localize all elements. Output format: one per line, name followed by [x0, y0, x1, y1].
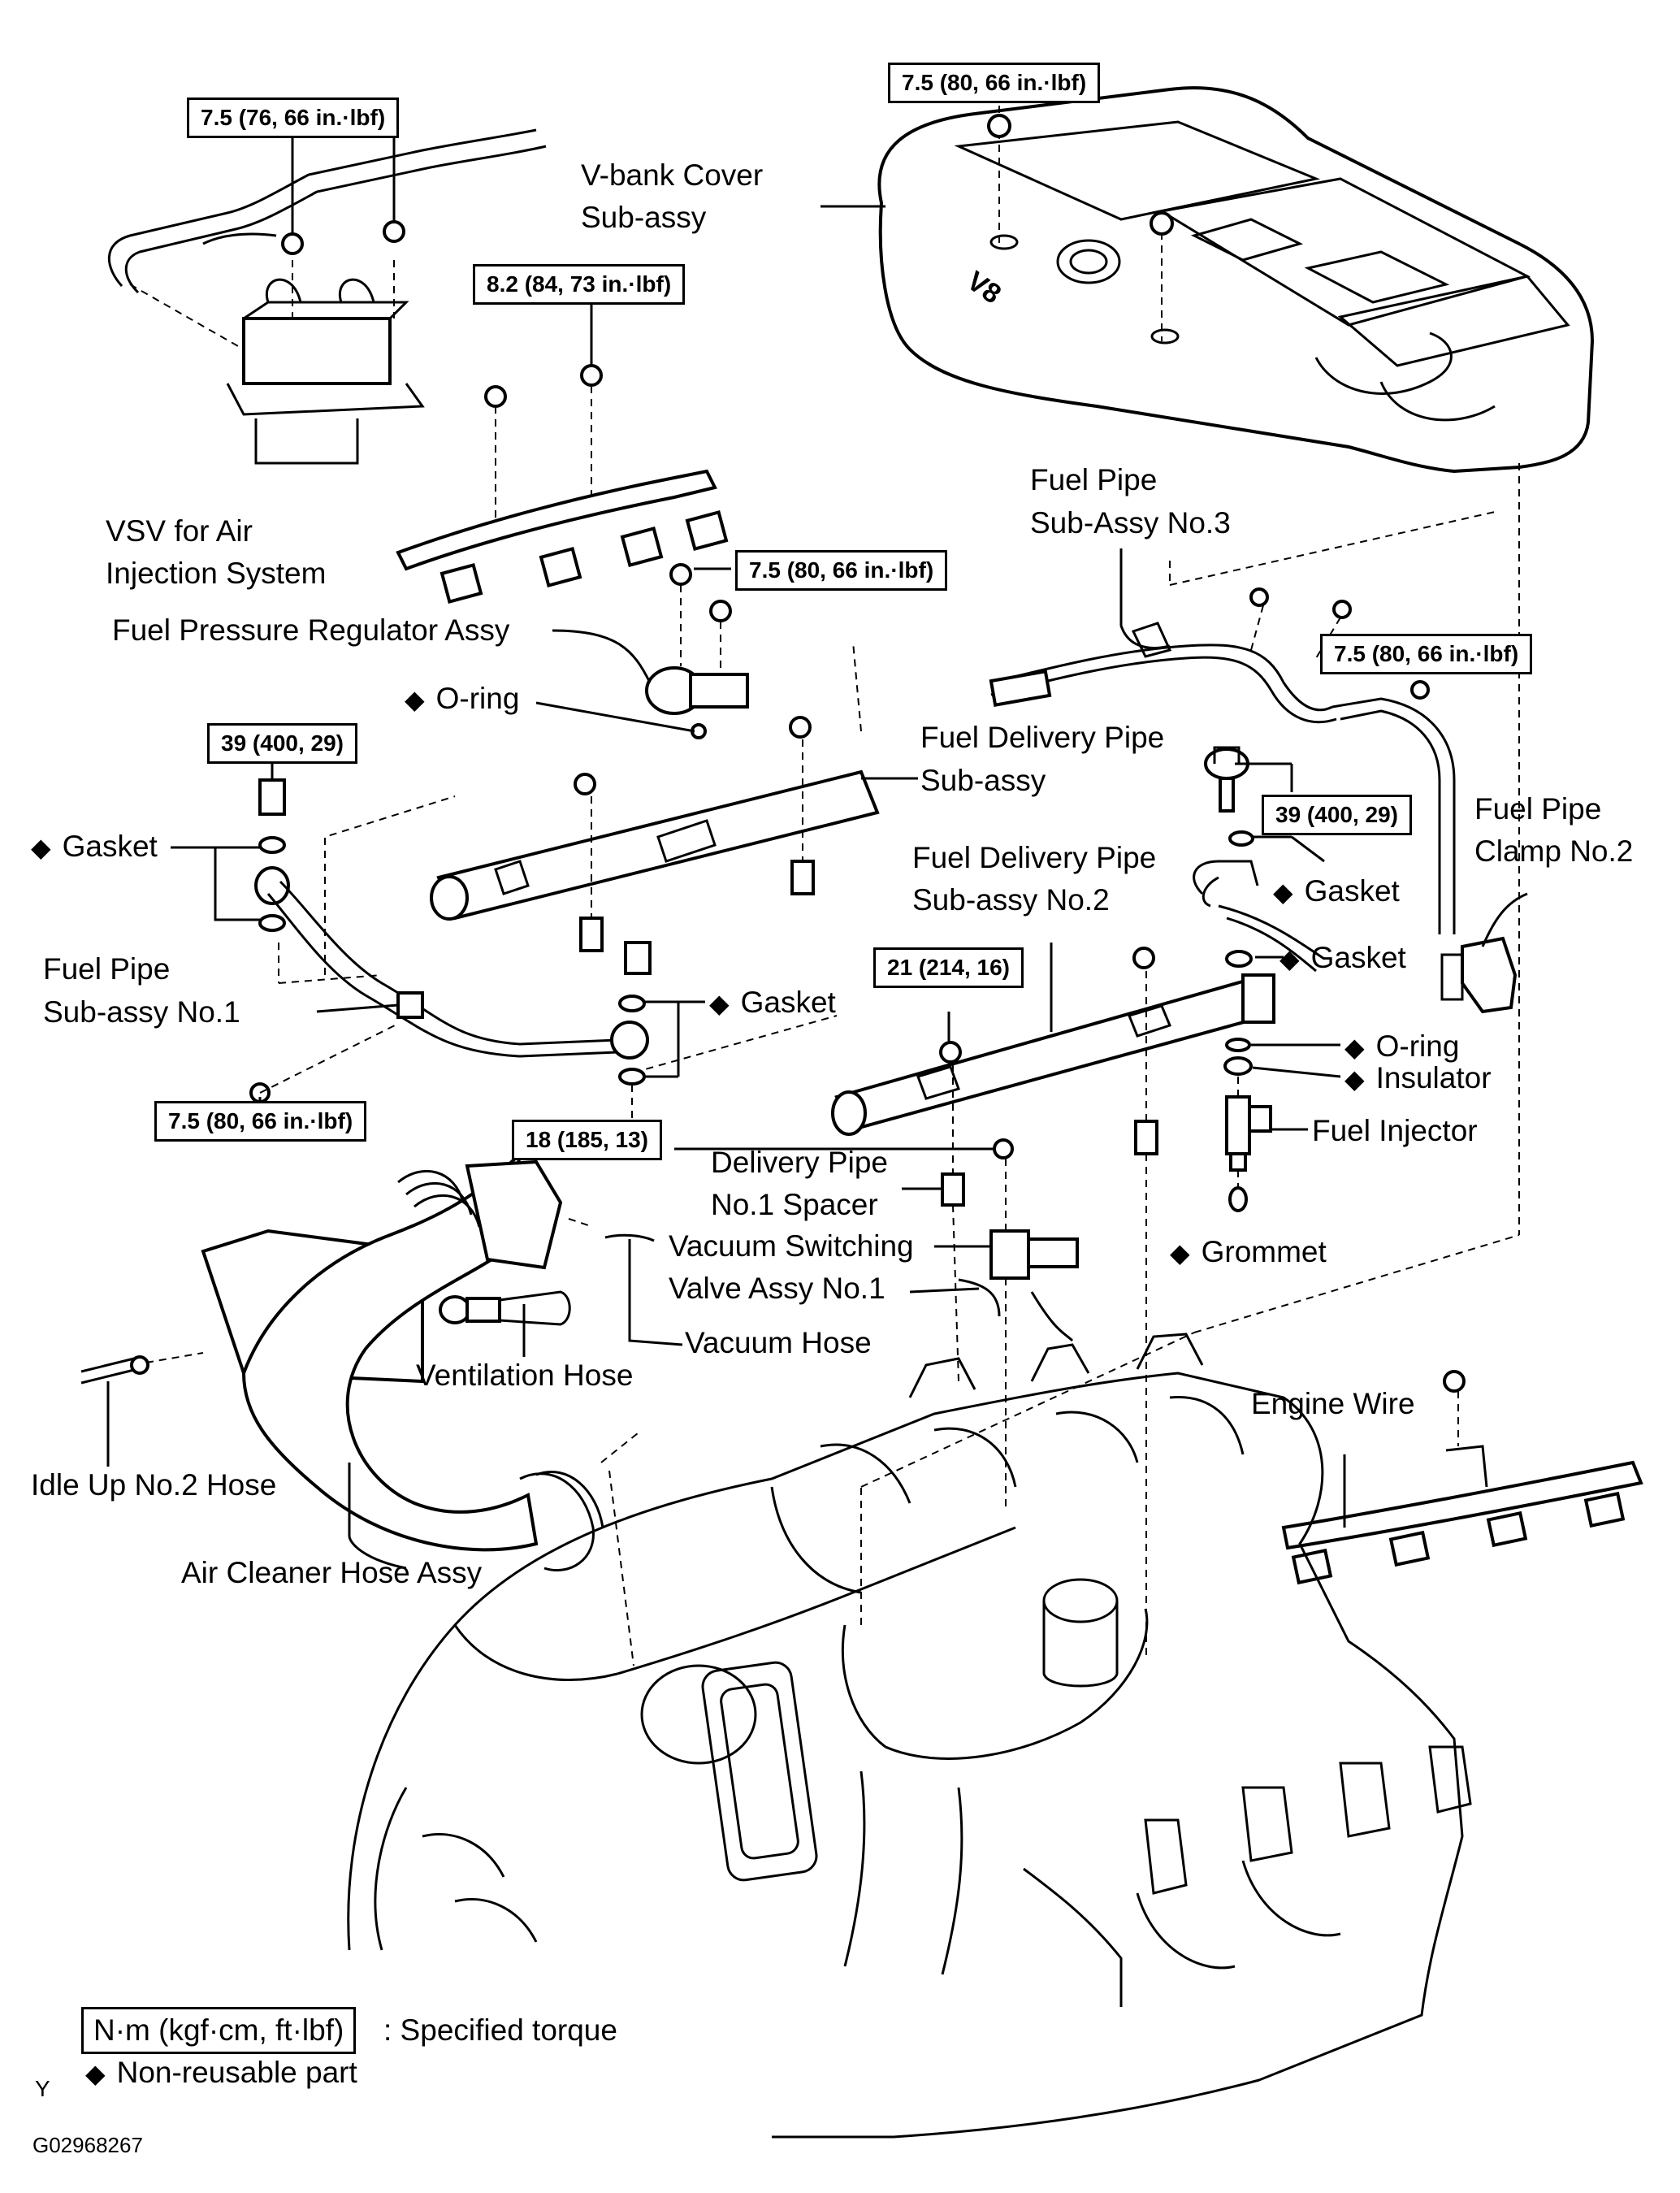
- nonreusable-diamond-icon: ◆: [1279, 944, 1300, 973]
- nonreusable-diamond-icon: ◆: [1273, 878, 1293, 907]
- lower-engine-wire-drawing: [1281, 1370, 1643, 1585]
- legend-torque-text: : Specified torque: [383, 2013, 617, 2047]
- label-fuel-delivery-pipe2-1: Fuel Delivery Pipe: [912, 841, 1157, 874]
- torque-box-vbank-nut: 7.5 (80, 66 in.·lbf): [888, 63, 1101, 103]
- footer-figure-code: G02968267: [32, 2133, 143, 2157]
- fuel-pipe-no3-drawing: [989, 511, 1496, 934]
- fuel-delivery-pipe-drawing: [430, 641, 918, 952]
- torque-box-pipe3-bolt: 7.5 (80, 66 in.·lbf): [1320, 634, 1533, 674]
- fuel-pipe-no1-drawing: [171, 756, 705, 1129]
- torque-box-regulator-bolt: 7.5 (80, 66 in.·lbf): [735, 550, 948, 591]
- label-fuel-pipe1-1: Fuel Pipe: [43, 952, 171, 986]
- right-union-drawing: [1193, 746, 1325, 973]
- label-vbank-cover-2: Sub-assy: [581, 201, 707, 234]
- label-vsv-air-1: VSV for Air: [106, 514, 253, 548]
- label-idle-up-hose: Idle Up No.2 Hose: [31, 1468, 277, 1502]
- fuel-injector-drawing: [1223, 1038, 1341, 1212]
- upper-wire-harness-drawing: [396, 297, 729, 605]
- nonreusable-diamond-icon: ◆: [1344, 1064, 1365, 1094]
- label-grommet: ◆Grommet: [1170, 1235, 1327, 1268]
- label-oring-right: ◆O-ring: [1344, 1029, 1460, 1063]
- torque-box-vsv-valve-bolt: 18 (185, 13): [512, 1120, 662, 1160]
- label-gasket-right-2: ◆Gasket: [1279, 941, 1406, 974]
- label-delivery-spacer-1: Delivery Pipe: [711, 1146, 888, 1179]
- label-vsv-air-2: Injection System: [106, 557, 327, 590]
- torque-box-wire-bolt: 8.2 (84, 73 in.·lbf): [473, 264, 686, 305]
- fuel-pressure-regulator-drawing: [535, 563, 749, 739]
- engine-block-drawing: [347, 1154, 1520, 2139]
- vbank-nut-drawing: [987, 114, 1011, 138]
- label-insulator: ◆Insulator: [1344, 1061, 1492, 1094]
- label-fuel-pipe3-2: Sub-Assy No.3: [1030, 506, 1231, 540]
- torque-box-union-bolt-left: 39 (400, 29): [207, 723, 357, 764]
- label-gasket-left: ◆Gasket: [31, 830, 158, 863]
- label-vbank-cover-1: V-bank Cover: [581, 158, 764, 192]
- legend-torque-unit-box: N·m (kgf·cm, ft·lbf): [81, 2007, 357, 2054]
- nonreusable-diamond-icon: ◆: [709, 989, 730, 1018]
- vbank-cover-drawing: [821, 86, 1595, 474]
- vacuum-switching-valve-drawing: [604, 1138, 1079, 1511]
- nonreusable-diamond-icon: ◆: [1344, 1033, 1365, 1062]
- label-fuel-delivery-pipe-1: Fuel Delivery Pipe: [920, 721, 1165, 754]
- nonreusable-diamond-icon: ◆: [31, 833, 51, 862]
- label-gasket-right-1: ◆Gasket: [1273, 874, 1400, 908]
- legend-nonreusable: ◆Non-reusable part: [85, 2056, 357, 2089]
- label-engine-wire: Engine Wire: [1251, 1387, 1415, 1420]
- torque-box-delivery-pipe2-nut: 21 (214, 16): [873, 947, 1024, 988]
- air-cleaner-hose-drawing: [80, 1149, 643, 1572]
- vsv-air-injection-drawing: [107, 126, 547, 465]
- footer-corner-letter: Y: [35, 2076, 50, 2101]
- label-fuel-pipe1-2: Sub-assy No.1: [43, 995, 240, 1029]
- label-ventilation-hose: Ventilation Hose: [416, 1359, 634, 1392]
- label-vsv-valve-1: Vacuum Switching: [669, 1229, 914, 1263]
- nonreusable-diamond-icon: ◆: [1170, 1238, 1190, 1268]
- label-fuel-delivery-pipe-2: Sub-assy: [920, 764, 1046, 797]
- fuel-pipe-clamp-drawing: [1440, 463, 1528, 1235]
- torque-box-union-bolt-right: 39 (400, 29): [1262, 795, 1412, 835]
- torque-box-vsv-bolts: 7.5 (76, 66 in.·lbf): [187, 98, 400, 138]
- torque-box-pipe1-bolt: 7.5 (80, 66 in.·lbf): [154, 1101, 367, 1142]
- label-vacuum-hose: Vacuum Hose: [685, 1326, 872, 1359]
- label-delivery-spacer-2: No.1 Spacer: [711, 1188, 878, 1221]
- nonreusable-diamond-icon: ◆: [405, 685, 425, 714]
- label-fuel-pipe3-1: Fuel Pipe: [1030, 463, 1158, 496]
- label-fuel-pipe-clamp-2: Clamp No.2: [1474, 834, 1634, 868]
- nonreusable-diamond-icon: ◆: [85, 2059, 106, 2088]
- label-air-cleaner-hose: Air Cleaner Hose Assy: [181, 1556, 483, 1589]
- label-vsv-valve-2: Valve Assy No.1: [669, 1272, 885, 1305]
- label-fuel-pressure-regulator: Fuel Pressure Regulator Assy: [112, 613, 510, 647]
- label-fuel-delivery-pipe2-2: Sub-assy No.2: [912, 883, 1110, 917]
- label-gasket-middle: ◆Gasket: [709, 986, 836, 1019]
- label-oring-top: ◆O-ring: [405, 682, 520, 715]
- label-fuel-injector: Fuel Injector: [1312, 1114, 1478, 1147]
- label-fuel-pipe-clamp-1: Fuel Pipe: [1474, 792, 1602, 826]
